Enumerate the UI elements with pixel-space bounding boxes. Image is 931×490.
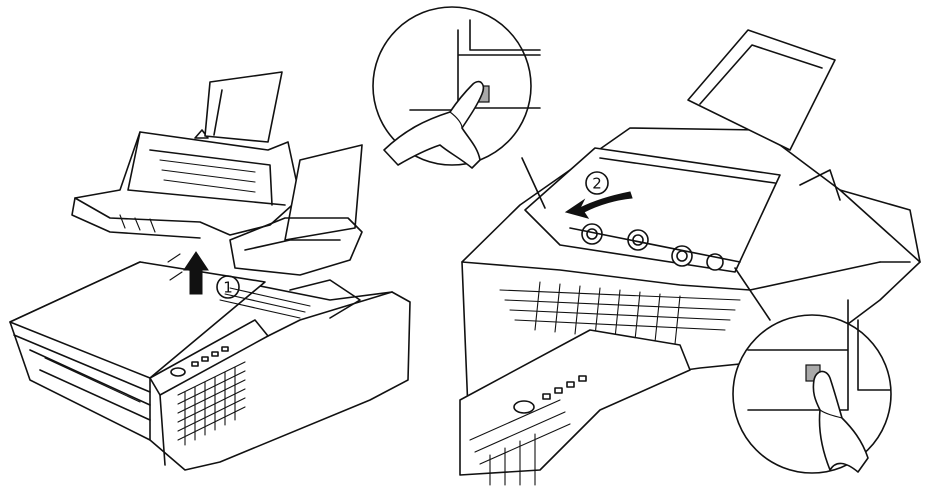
step-1-callout: 1 (216, 275, 240, 299)
latch-detail-right (732, 267, 892, 474)
rear-paper-tray (229, 144, 363, 276)
right-paper-support (687, 29, 836, 151)
step-1-label: 1 (223, 279, 233, 297)
step-2-callout: 2 (585, 171, 609, 195)
left-figure: 1 (9, 71, 411, 471)
control-panel-buttons (170, 346, 229, 377)
right-figure: 2 (459, 29, 921, 486)
step-2-label: 2 (592, 175, 602, 193)
lift-arrow (183, 251, 209, 295)
latch-detail-left (372, 6, 546, 209)
open-arrow (564, 191, 633, 219)
inner-cover (524, 147, 781, 273)
finger-left (383, 80, 485, 169)
vent-grid (177, 361, 246, 446)
control-panel-buttons-right (513, 375, 587, 414)
printer-base (9, 261, 411, 471)
rollers (569, 223, 741, 271)
feeder-assembly (71, 71, 301, 239)
